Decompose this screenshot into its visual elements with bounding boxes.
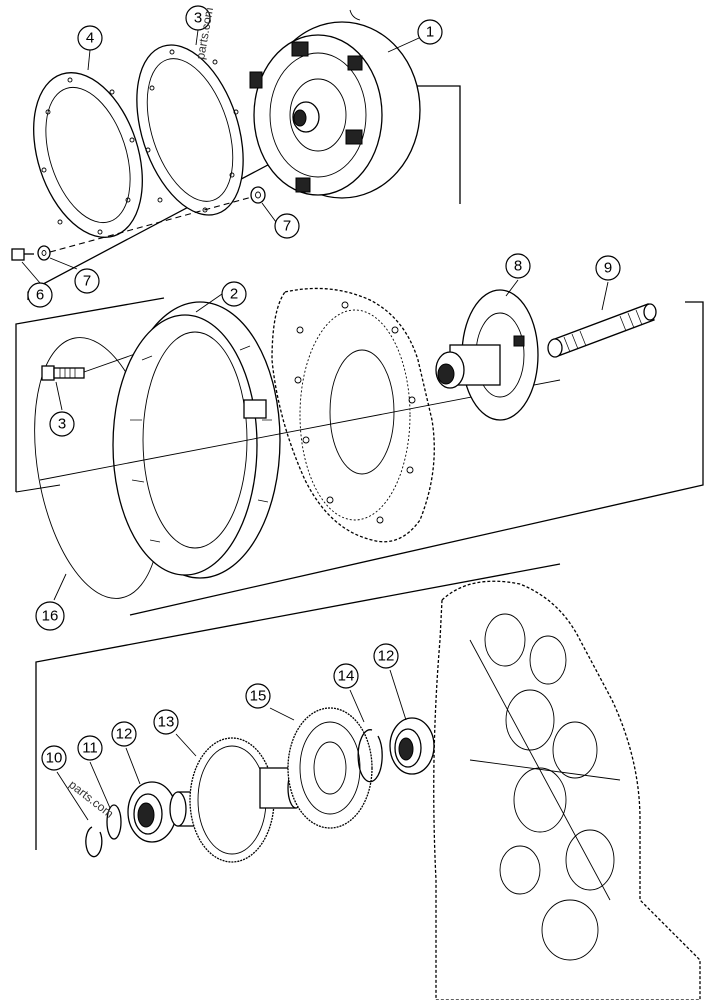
part-8-pump-hub [435, 289, 539, 421]
transmission-housing [433, 580, 701, 1000]
part-13-gear-cluster [169, 737, 305, 863]
svg-text:7: 7 [83, 273, 91, 290]
part-7-washer-lower [37, 245, 51, 261]
part-15-gear [287, 707, 373, 829]
svg-text:7: 7 [283, 218, 291, 235]
callout-9: 9 [595, 255, 621, 281]
svg-text:6: 6 [36, 287, 44, 304]
svg-text:15: 15 [250, 688, 267, 705]
callout-6: 6 [27, 282, 53, 308]
assembly-centerline-top [49, 196, 253, 253]
callout-1: 1 [417, 19, 443, 45]
middle-group-frame [15, 297, 704, 616]
svg-text:14: 14 [338, 668, 355, 685]
part-1-torque-converter [249, 9, 421, 199]
svg-text:12: 12 [116, 726, 133, 743]
callout-10: 10 [41, 745, 67, 771]
callout-4: 4 [77, 25, 103, 51]
part-12-bearing-lower [127, 781, 177, 843]
callout-3-middle: 3 [49, 411, 75, 437]
svg-text:13: 13 [158, 714, 175, 731]
part-10-snap-ring [85, 826, 103, 858]
part-14-snap-ring [357, 729, 383, 783]
svg-text:12: 12 [378, 648, 395, 665]
part-6-bolt [11, 248, 34, 261]
lower-group-frame [35, 563, 561, 850]
part-7-washer-upper [250, 186, 266, 204]
part-11-ring [106, 804, 122, 840]
part-9-shaft [547, 303, 657, 358]
callout-12-lower: 12 [111, 721, 137, 747]
callout-2: 2 [221, 281, 247, 307]
svg-text:9: 9 [604, 260, 612, 277]
callout-12-upper: 12 [373, 643, 399, 669]
part-4-gasket [33, 72, 143, 238]
callout-16: 16 [35, 601, 65, 631]
svg-text:11: 11 [82, 740, 98, 757]
part-5-plate [136, 44, 244, 216]
svg-text:3: 3 [58, 416, 66, 433]
callout-14: 14 [333, 663, 359, 689]
svg-text:10: 10 [46, 750, 63, 767]
callout-11: 11 [77, 735, 103, 761]
part-2-housing [112, 301, 281, 579]
svg-text:8: 8 [514, 258, 522, 275]
svg-text:2: 2 [230, 286, 238, 303]
watermark-bottom: parts.com [66, 777, 116, 820]
callout-7-upper: 7 [274, 213, 300, 239]
adapter-plate [271, 287, 435, 543]
callout-13: 13 [153, 709, 179, 735]
callout-15: 15 [245, 683, 271, 709]
svg-text:16: 16 [42, 608, 59, 625]
svg-text:4: 4 [86, 30, 94, 47]
svg-text:3: 3 [194, 10, 202, 27]
callout-3-top: 3 [185, 5, 211, 31]
svg-text:1: 1 [426, 24, 434, 41]
callout-7-lower: 7 [74, 268, 100, 294]
callout-8: 8 [505, 253, 531, 279]
part-12-bearing-upper [389, 717, 435, 775]
leader-lines [21, 29, 609, 821]
